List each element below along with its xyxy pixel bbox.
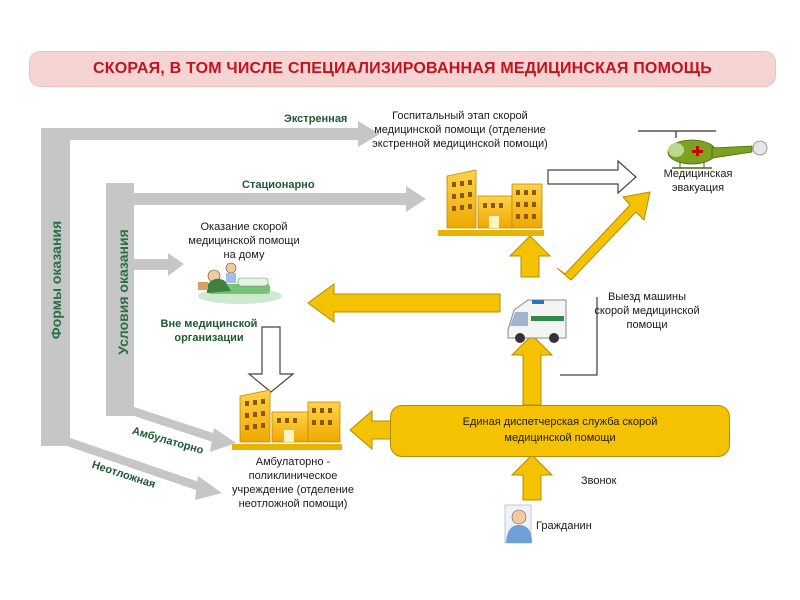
home-care-arrow [134, 253, 184, 276]
call-label: Звонок [581, 475, 617, 487]
conditions-label: Условия оказания [115, 229, 131, 355]
ambulance-to-hospital-arrow [508, 235, 552, 278]
ambulance-icon [507, 299, 567, 343]
emergency-arrow [41, 121, 380, 147]
forms-label: Формы оказания [48, 220, 64, 340]
clinic-building-icon [232, 389, 342, 450]
evacuation-text: Медицинская эвакуация [663, 168, 733, 194]
home-care-icon [198, 262, 282, 304]
outside-down-arrow [247, 326, 295, 393]
ambulance-to-home-arrow [307, 283, 501, 323]
dispatch-to-clinic-arrow [349, 409, 393, 451]
hospital-stage-text: Госпитальный этап скорой медицинской пом… [372, 110, 548, 150]
outside-label: Вне медицинской организации [160, 318, 258, 344]
citizen-text: Гражданин [536, 520, 592, 532]
helicopter-icon [638, 130, 768, 169]
ambulatory-arrow [128, 406, 236, 452]
page-title: СКОРАЯ, В ТОМ ЧИСЛЕ СПЕЦИАЛИЗИРОВАННАЯ М… [93, 60, 712, 77]
inpatient-label: Стационарно [242, 179, 315, 191]
urgent-arrow [67, 438, 222, 500]
dispatch-service-box: Единая диспетчерская служба скорой медиц… [390, 405, 730, 457]
citizen-icon [504, 504, 532, 544]
ambulance-to-evacuation-arrow [556, 191, 651, 281]
conditions-bar [106, 183, 134, 416]
title-bar: СКОРАЯ, В ТОМ ЧИСЛЕ СПЕЦИАЛИЗИРОВАННАЯ М… [30, 52, 775, 86]
connector-line [560, 297, 598, 376]
clinic-text: Амбулаторно - поликлиническое учреждение… [232, 456, 354, 510]
dispatch-service-text: Единая диспетчерская служба скорой медиц… [462, 416, 658, 444]
ambulance-trip-text: Выезд машины скорой медицинской помощи [594, 291, 700, 331]
hospital-building-icon [438, 169, 544, 236]
home-care-text: Оказание скорой медицинской помощи на до… [188, 221, 300, 261]
forms-bar [41, 128, 70, 446]
call-arrow [510, 454, 554, 501]
dispatch-to-ambulance-arrow [510, 334, 554, 406]
hospital-to-evacuation-arrow [547, 159, 637, 195]
inpatient-arrow [106, 186, 426, 212]
emergency-label: Экстренная [284, 113, 348, 125]
